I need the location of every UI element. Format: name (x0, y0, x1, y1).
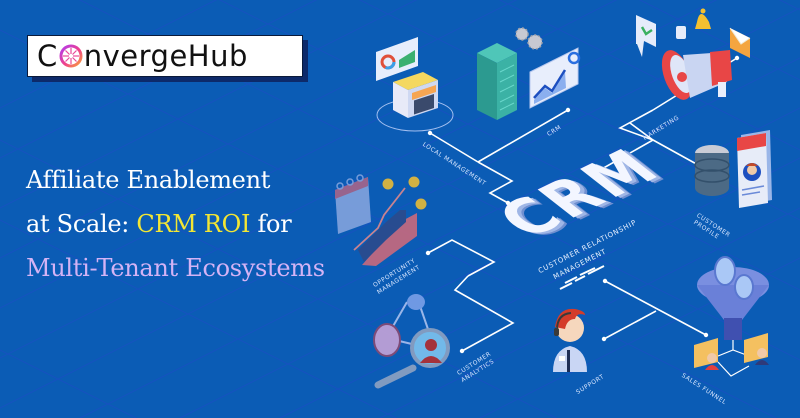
headline-line2-prefix: at Scale: (26, 210, 137, 238)
crm-decor-dashes (559, 265, 605, 290)
brand-name-suffix: nvergeHub (83, 38, 248, 73)
hub-compass-icon (59, 44, 83, 68)
server-dashboard-icon (477, 27, 581, 120)
headline-line2-suffix: for (250, 210, 292, 238)
storefront-icon (376, 37, 454, 132)
funnel-icon (694, 256, 769, 377)
headline-line3: Multi-Tenant Ecosystems (26, 254, 325, 282)
support-agent-icon (553, 308, 587, 372)
headline-highlight: CRM ROI (136, 210, 251, 238)
growth-chart-icon (335, 174, 427, 266)
brand-logo: C (27, 35, 303, 77)
headline: Affiliate Enablement at Scale: CRM ROI f… (26, 158, 325, 290)
megaphone-icon (636, 8, 751, 100)
headline-line2: at Scale: CRM ROI for (26, 202, 325, 246)
magnifier-user-icon (373, 294, 450, 389)
database-profile-icon (694, 130, 772, 208)
brand-wordmark: C (37, 38, 248, 73)
headline-line1: Affiliate Enablement (26, 166, 271, 194)
brand-name-prefix: C (37, 38, 58, 73)
